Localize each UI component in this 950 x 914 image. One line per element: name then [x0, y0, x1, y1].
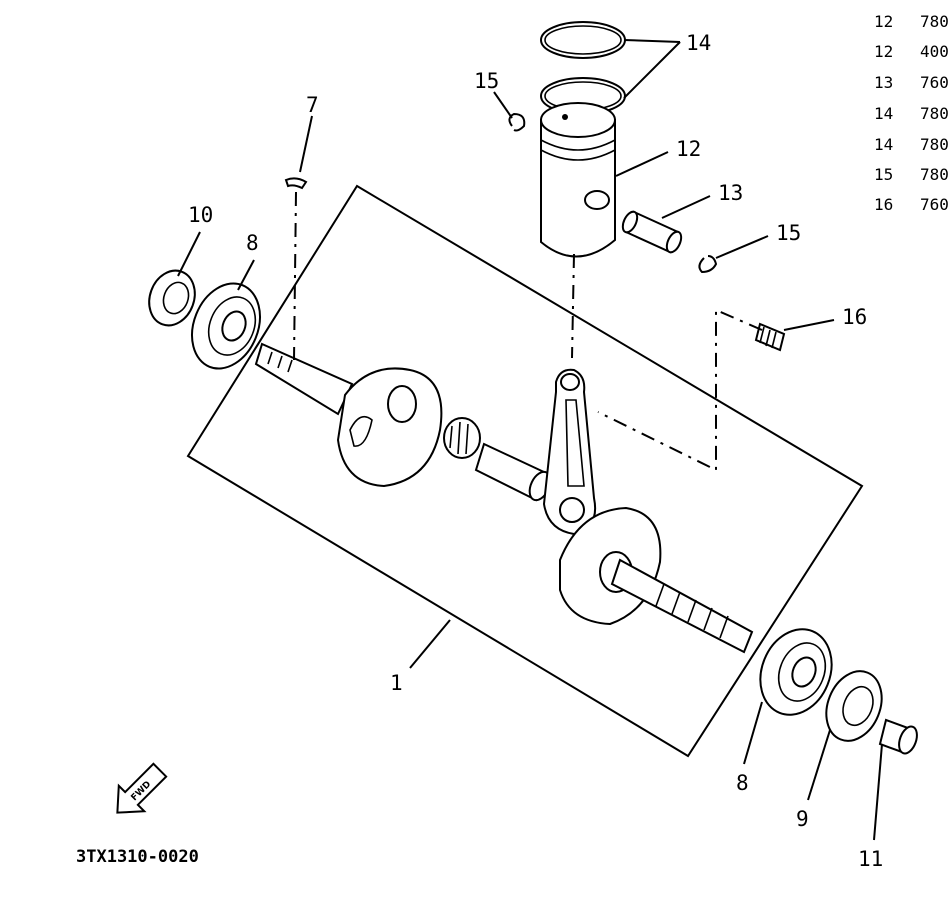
ref-row-3-no: 13 [874, 73, 893, 92]
collar [878, 718, 918, 755]
piston-rings [540, 21, 626, 115]
woodruff-key [284, 177, 308, 190]
ref-row-6-code: 780 [920, 165, 949, 184]
ref-row-7-no: 16 [874, 195, 893, 214]
crankshaft-right-half [559, 506, 754, 654]
callout-10: 10 [188, 203, 213, 227]
callout-7: 7 [306, 93, 319, 117]
ref-row-7-code: 760 [920, 195, 949, 214]
ref-row-3-code: 760 [920, 73, 949, 92]
figure-code: 3TX1310-0020 [76, 847, 199, 867]
crank-pin [474, 442, 552, 502]
oil-seal-left [148, 269, 196, 327]
small-end-needle-bearing [754, 322, 786, 352]
leader-lines [177, 39, 883, 841]
ref-row-4-code: 780 [920, 104, 949, 123]
callout-12: 12 [676, 137, 701, 161]
callout-9: 9 [796, 807, 809, 831]
callout-8-right: 8 [736, 771, 749, 795]
piston-pin-clips [508, 112, 718, 274]
callout-1: 1 [390, 671, 403, 695]
callout-11: 11 [858, 847, 883, 871]
crankshaft-left-half [254, 342, 443, 488]
reference-table: 12 780 12 400 13 760 14 780 14 780 15 78… [874, 12, 949, 214]
piston [540, 102, 616, 258]
ref-row-5-no: 14 [874, 135, 893, 154]
ref-row-2-code: 400 [920, 42, 949, 61]
alignment-lines [293, 191, 763, 472]
bearing-right [759, 628, 833, 716]
ref-row-5-code: 780 [920, 135, 949, 154]
callout-15: 15 [776, 221, 801, 245]
ref-row-4-no: 14 [874, 104, 893, 123]
callout-15-clip: 15 [474, 69, 499, 93]
ref-row-2-no: 12 [874, 42, 893, 61]
ref-row-1-no: 12 [874, 12, 893, 31]
assembly-frame [186, 184, 864, 758]
fwd-arrow-icon: FWD [116, 762, 168, 814]
oil-seal-right [825, 670, 883, 742]
ref-row-6-no: 15 [874, 165, 893, 184]
big-end-needle-bearing [443, 417, 481, 459]
callout-16: 16 [842, 305, 867, 329]
piston-pin [621, 210, 683, 254]
connecting-rod [542, 368, 596, 536]
callout-14: 14 [686, 31, 711, 55]
callout-8-left: 8 [246, 231, 259, 255]
callout-13: 13 [718, 181, 743, 205]
ref-row-1-code: 780 [920, 12, 949, 31]
bearing-left [191, 282, 261, 370]
